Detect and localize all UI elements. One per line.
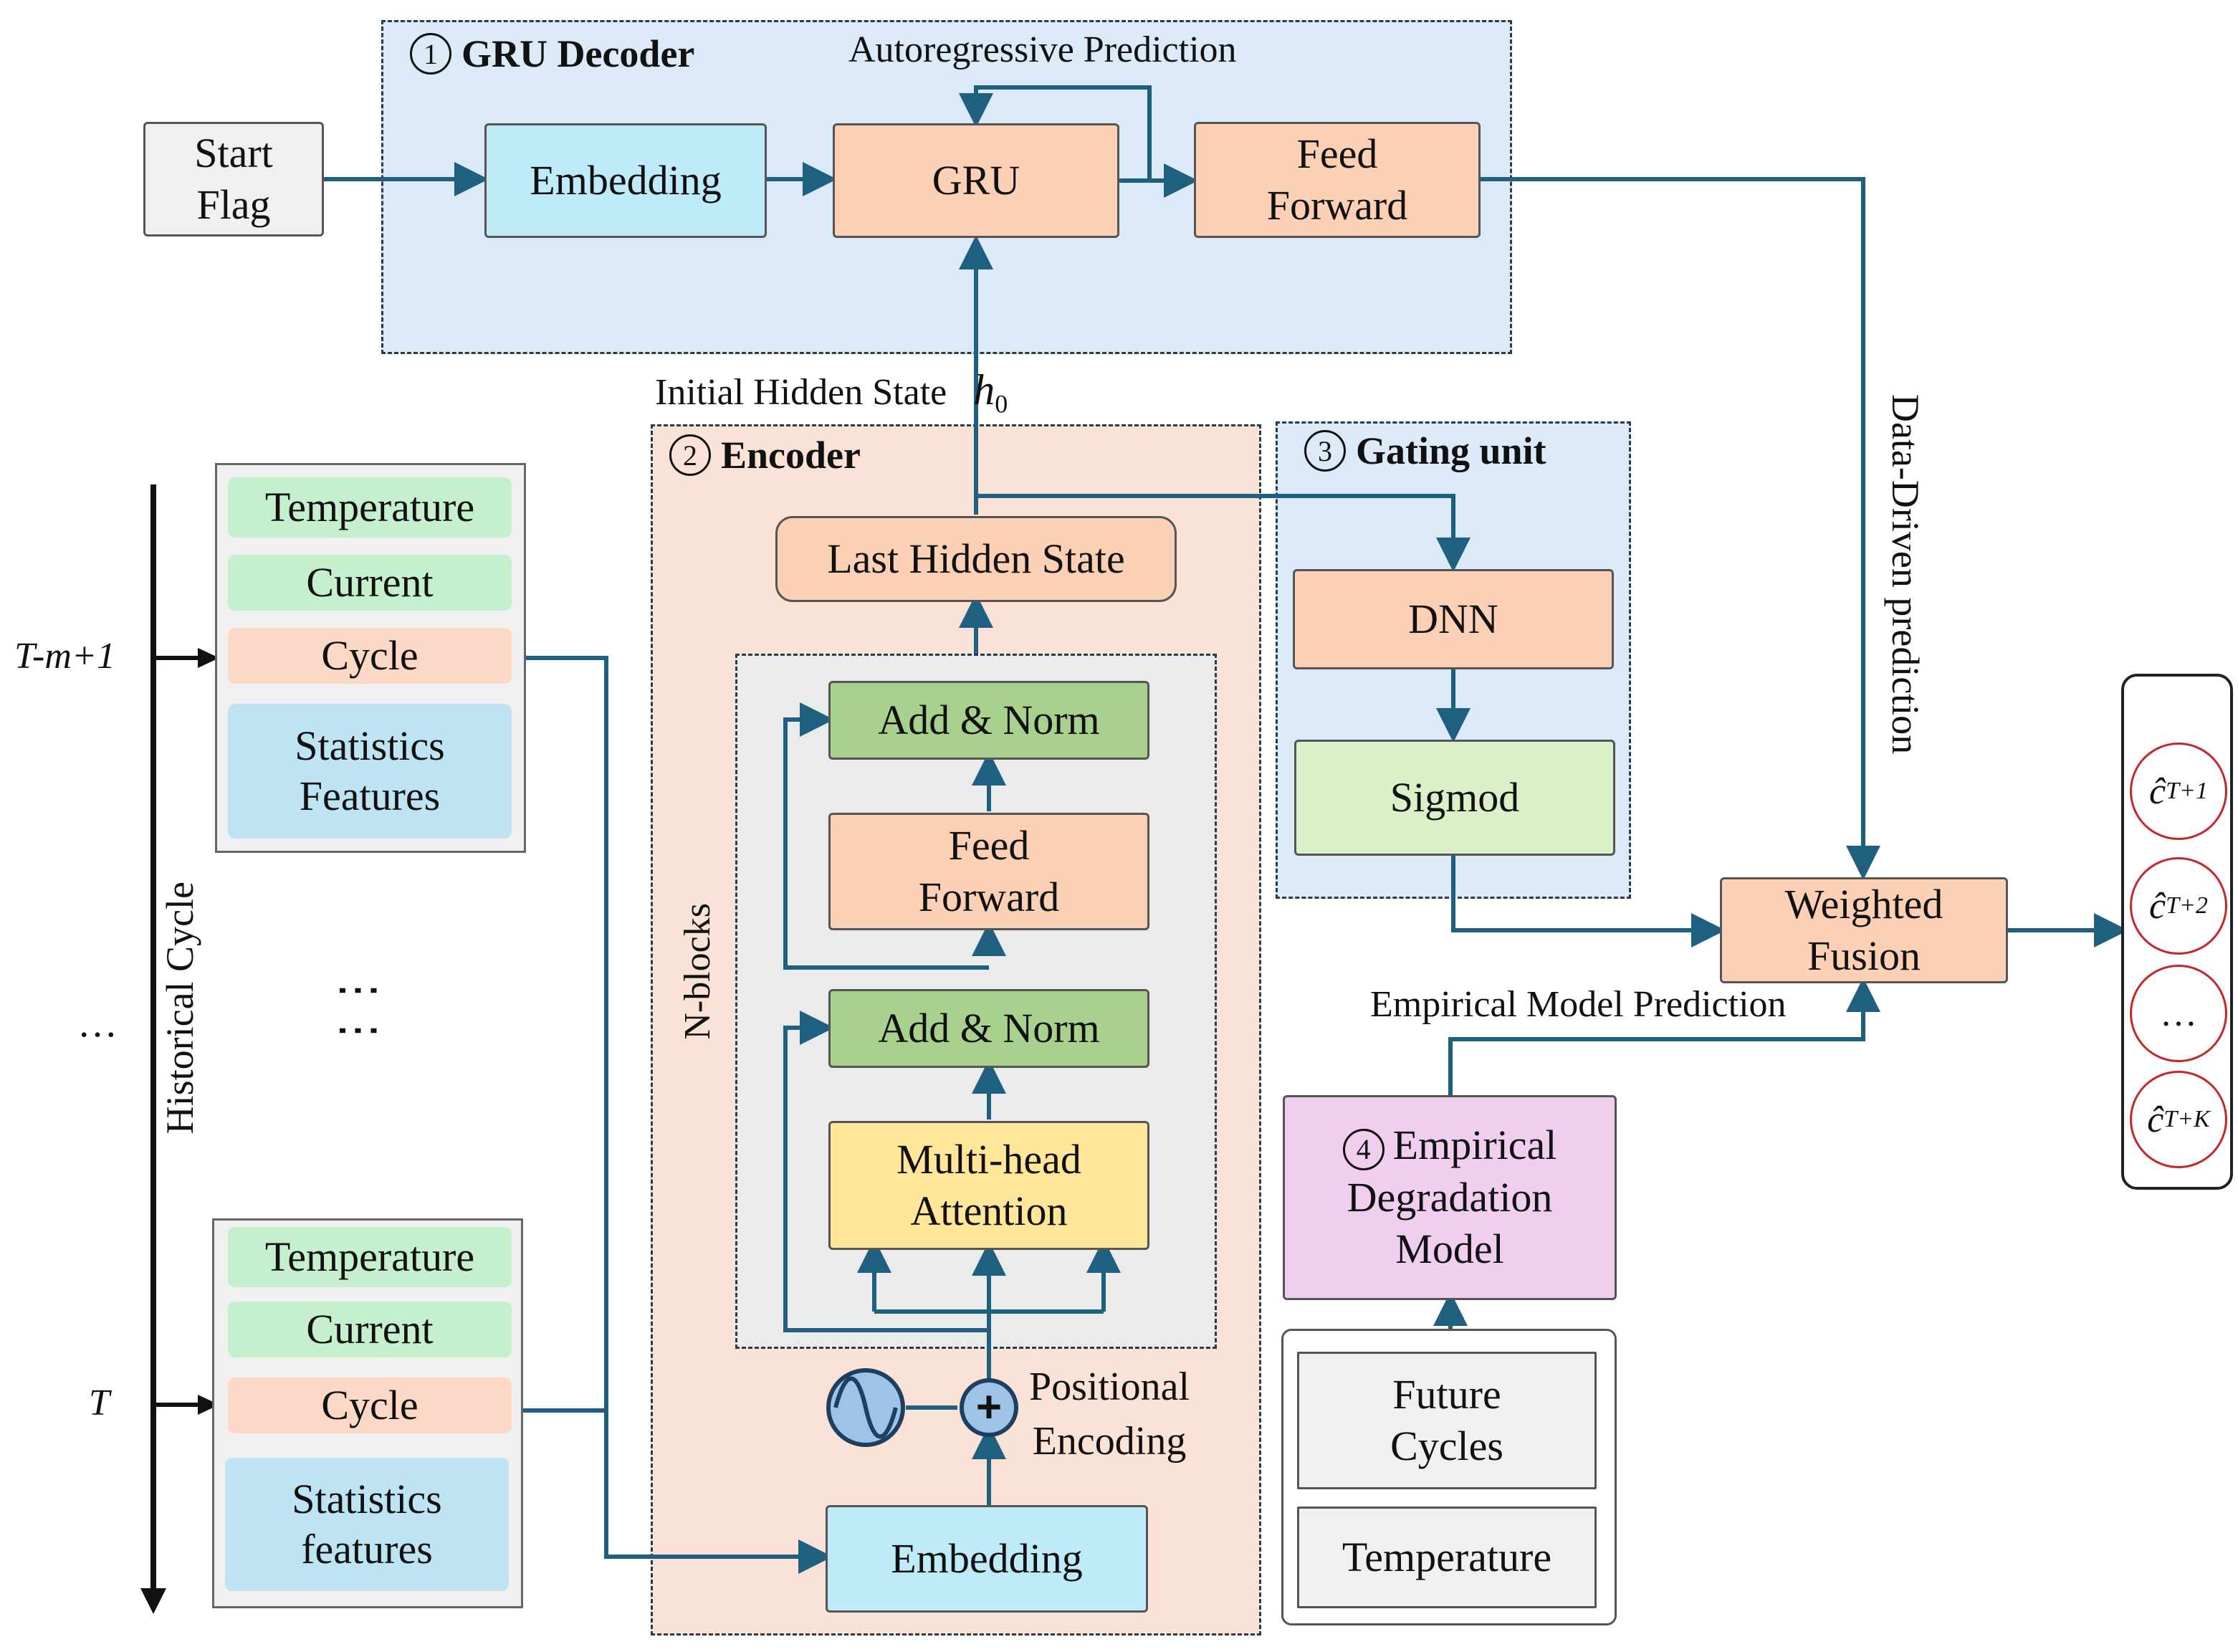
plus-icon: [960, 1378, 1018, 1437]
empirical-temperature-box: Temperature: [1297, 1507, 1597, 1608]
gru-box: GRU: [833, 123, 1119, 238]
decoder-embedding-box: Embedding: [484, 123, 767, 238]
bottom-cycle: Cycle: [228, 1378, 512, 1433]
middle-ellipsis: ⋮⋮: [334, 968, 385, 1048]
dnn-box: DNN: [1293, 569, 1614, 669]
add-norm-top-box: Add & Norm: [828, 681, 1149, 760]
autoregressive-label: Autoregressive Prediction: [848, 29, 1237, 70]
n-blocks-label: N-blocks: [677, 903, 718, 1040]
sine-wave-icon: [826, 1368, 905, 1447]
top-cycle: Cycle: [228, 628, 512, 684]
left-ellipsis: …: [77, 1001, 118, 1046]
t-end-label: T: [89, 1383, 110, 1423]
historical-cycle-label: Historical Cycle: [158, 882, 201, 1135]
add-norm-bottom-box: Add & Norm: [828, 989, 1149, 1068]
last-hidden-state-box: Last Hidden State: [775, 516, 1177, 602]
encoder-embedding-box: Embedding: [826, 1505, 1148, 1613]
data-driven-label: Data-Driven prediction: [1884, 394, 1927, 755]
sigmoid-box: Sigmod: [1294, 740, 1615, 856]
plus-sign: +: [975, 1383, 1003, 1432]
t-start-label: T-m+1: [14, 636, 116, 677]
bottom-temperature: Temperature: [228, 1227, 512, 1287]
initial-hidden-state-label: Initial Hidden State h0: [655, 366, 1008, 419]
top-current: Current: [228, 555, 512, 611]
bottom-current: Current: [228, 1302, 512, 1357]
empirical-prediction-label: Empirical Model Prediction: [1370, 984, 1787, 1025]
output-ellipsis: …: [2130, 965, 2227, 1062]
top-temperature: Temperature: [228, 477, 512, 538]
